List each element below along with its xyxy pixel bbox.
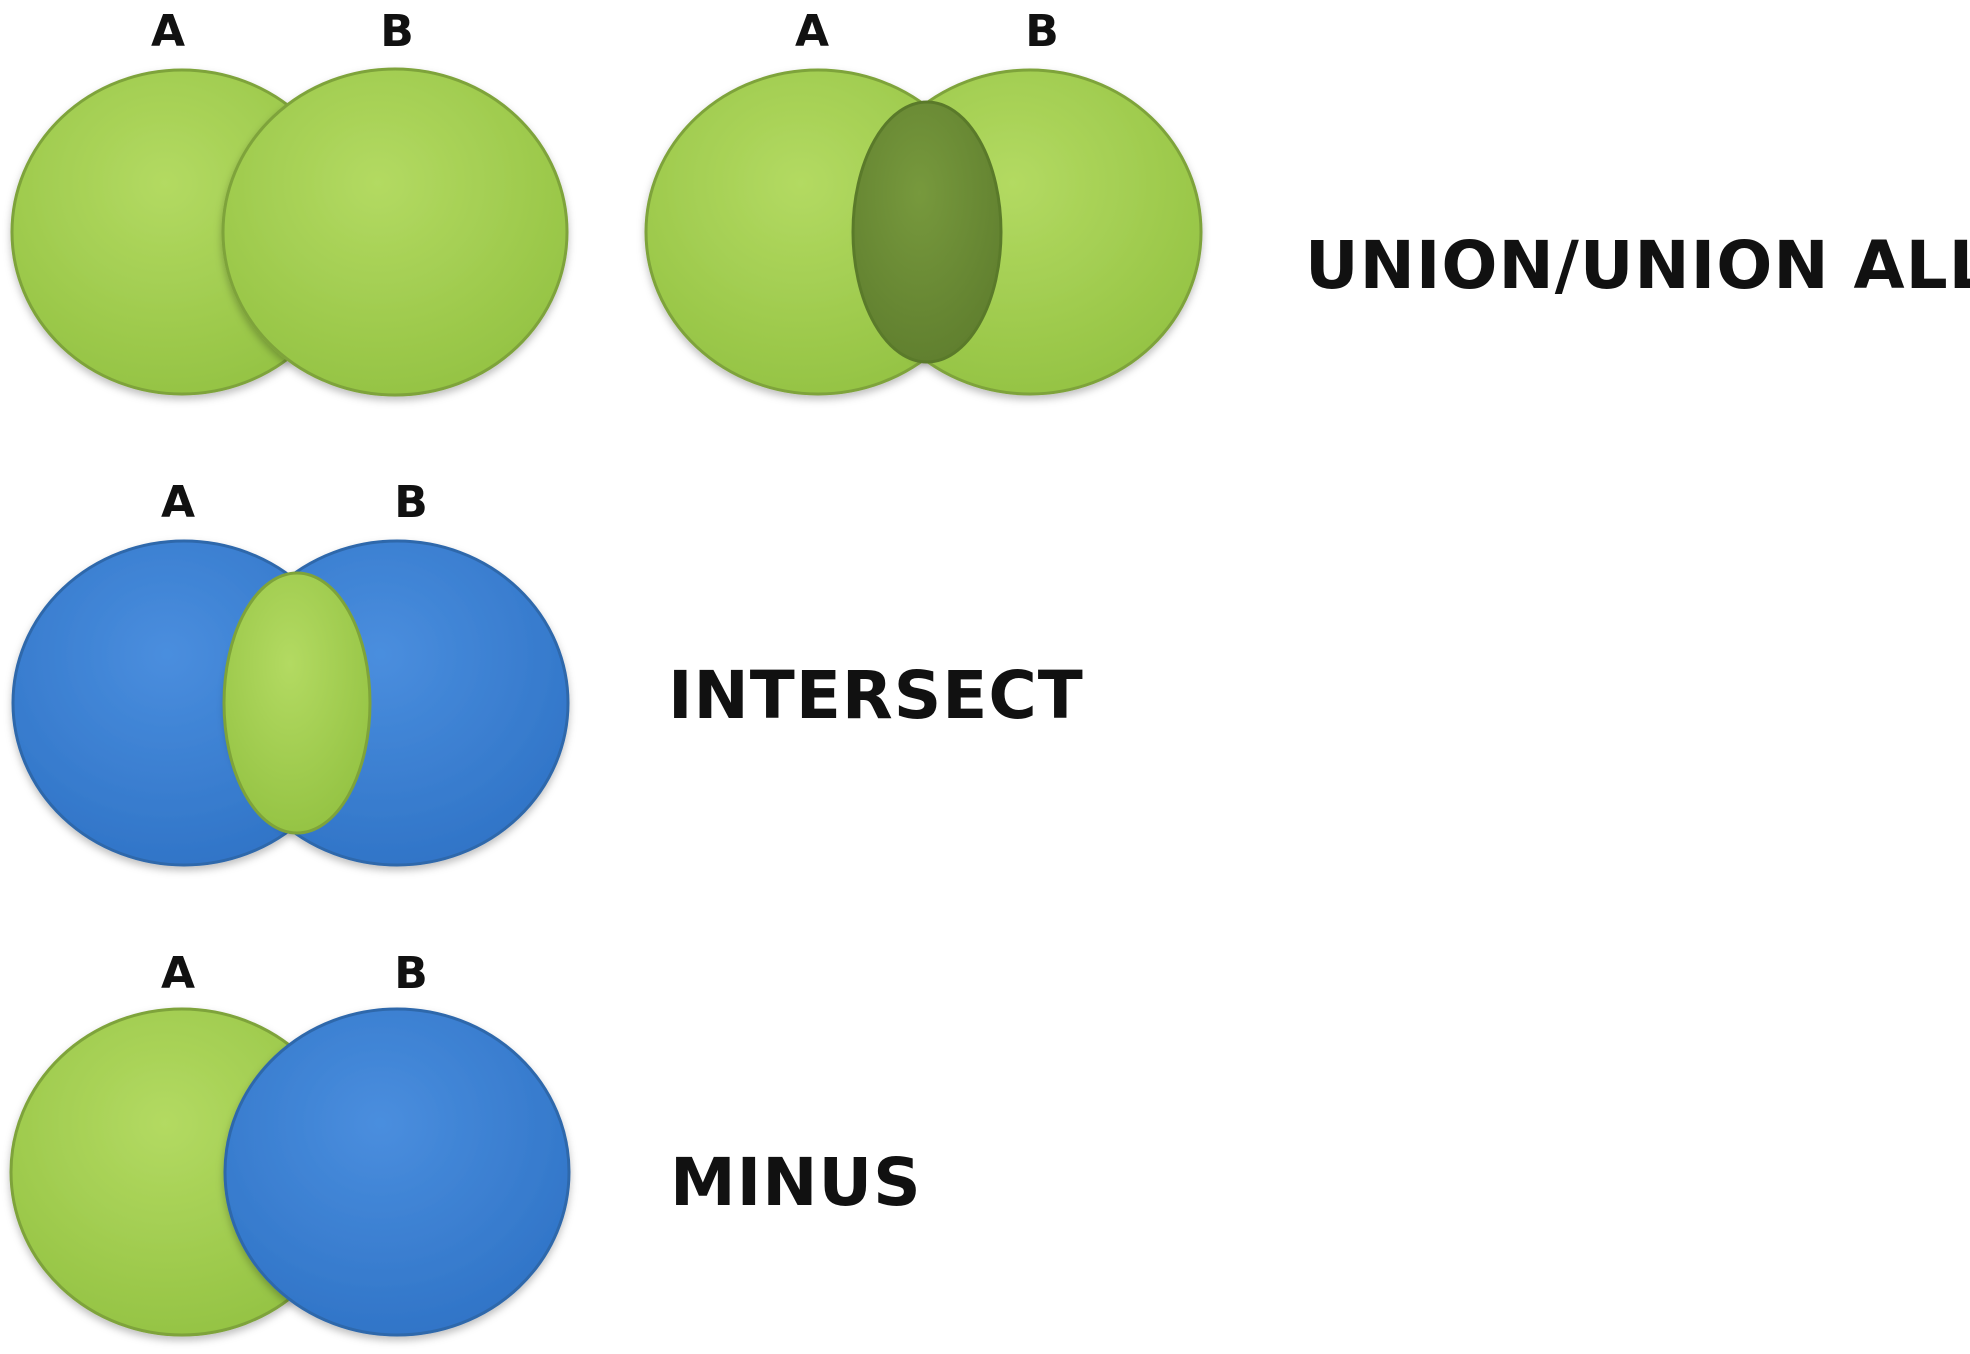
union-all-overlap-region [851, 100, 1003, 364]
union-diagram: A B [10, 6, 569, 397]
minus-set-a-label: A [161, 948, 195, 999]
union-all-diagram: A B [644, 6, 1203, 396]
minus-operation-label: MINUS [670, 1144, 922, 1221]
intersect-diagram: A B [11, 477, 570, 867]
minus-diagram: A B [9, 948, 571, 1337]
intersect-operation-label: INTERSECT [668, 657, 1084, 734]
minus-set-b-label: B [394, 948, 428, 999]
union-set-b-circle [221, 67, 569, 397]
intersect-set-a-label: A [161, 477, 195, 528]
union-set-a-label: A [151, 6, 185, 57]
union-all-set-a-label: A [795, 6, 829, 57]
union-all-set-b-label: B [1025, 6, 1059, 57]
minus-set-b-circle [223, 1007, 571, 1337]
union-operation-label: UNION/UNION ALL [1305, 227, 1970, 304]
intersect-overlap-region [222, 571, 372, 835]
union-set-b-label: B [380, 6, 414, 57]
intersect-set-b-label: B [394, 477, 428, 528]
